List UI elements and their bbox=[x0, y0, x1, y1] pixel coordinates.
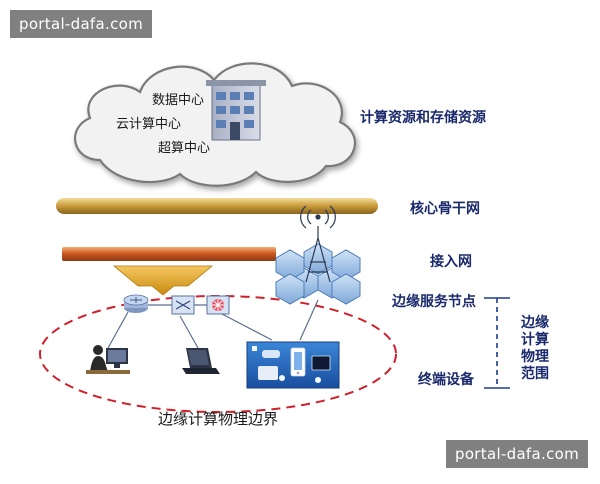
scope-label-line-2: 计算 bbox=[521, 331, 549, 348]
base-station bbox=[275, 205, 361, 305]
backbone-network-bar bbox=[56, 198, 378, 214]
down-arrow bbox=[112, 265, 214, 296]
firewall-icon bbox=[206, 295, 230, 315]
access-network-bar bbox=[62, 247, 276, 261]
hex-cluster bbox=[275, 243, 361, 305]
scope-label-line-4: 范围 bbox=[521, 365, 549, 382]
label-backbone: 核心骨干网 bbox=[410, 200, 480, 217]
data-center-building bbox=[206, 80, 266, 141]
watermark-top: portal-dafa.com bbox=[10, 10, 153, 38]
boundary-caption: 边缘计算物理边界 bbox=[158, 410, 278, 428]
cloud-label-datacenter: 数据中心 bbox=[152, 93, 204, 108]
connection-lines bbox=[107, 299, 319, 349]
router-icon bbox=[123, 294, 149, 313]
cloud-label-supercomputing: 超算中心 bbox=[158, 141, 210, 156]
user-workstation-icon bbox=[86, 345, 130, 374]
label-access: 接入网 bbox=[430, 253, 472, 270]
scope-label-line-1: 边缘 bbox=[520, 314, 549, 331]
label-terminal: 终端设备 bbox=[418, 371, 475, 388]
label-edge-node: 边缘服务节点 bbox=[391, 293, 476, 310]
laptop-icon bbox=[182, 348, 220, 374]
scope-bracket bbox=[484, 297, 510, 389]
switch-icon bbox=[171, 295, 195, 315]
scope-label-line-3: 物理 bbox=[521, 348, 549, 365]
label-compute-storage: 计算资源和存储资源 bbox=[360, 109, 486, 126]
cloud-label-cloudcomputing: 云计算中心 bbox=[116, 117, 181, 132]
smart-devices-panel bbox=[246, 341, 340, 389]
signal-waves-icon bbox=[300, 205, 336, 229]
watermark-bottom: portal-dafa.com bbox=[446, 440, 589, 468]
antenna-tower-icon bbox=[305, 226, 331, 283]
